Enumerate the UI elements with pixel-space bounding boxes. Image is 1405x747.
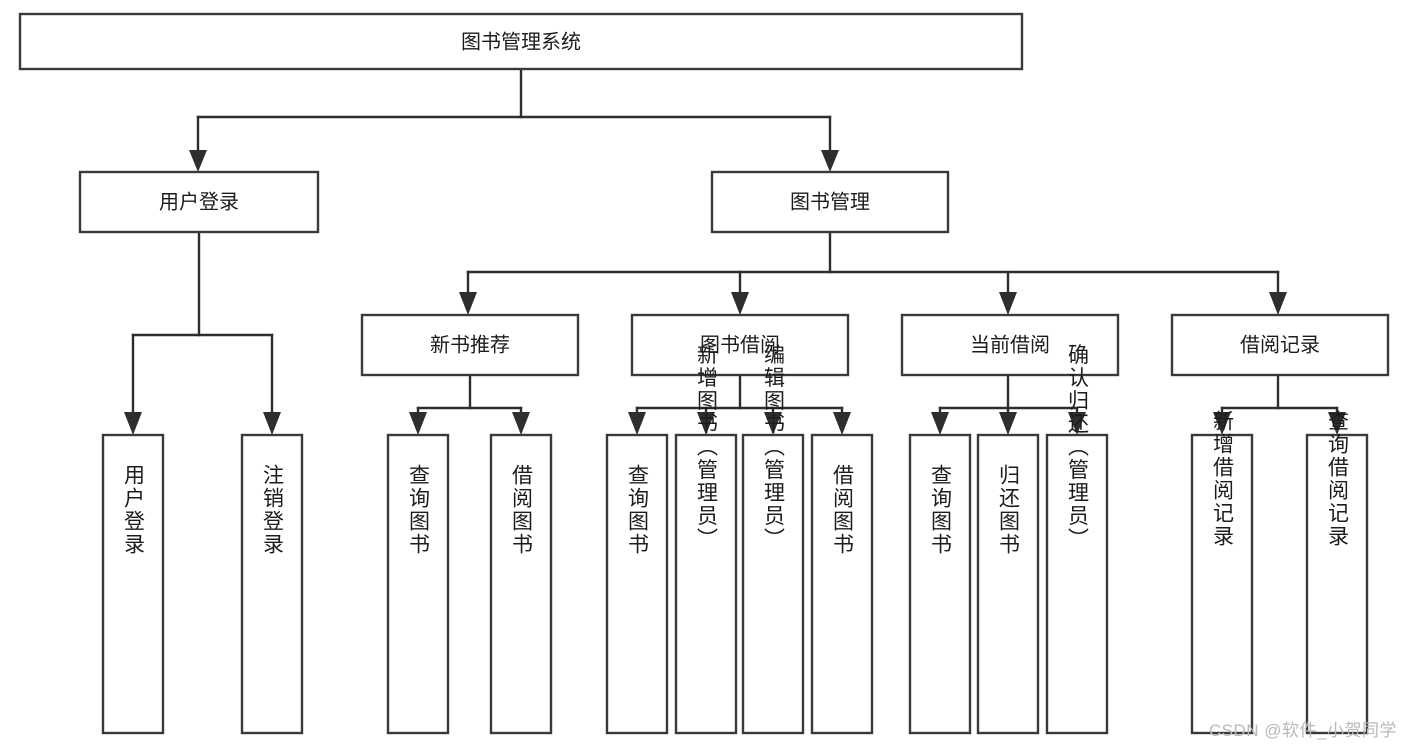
arrowhead-current-leaf-3 — [1068, 412, 1086, 435]
connector-group-new-book — [409, 373, 530, 435]
node-borrow-record-box[interactable] — [1170, 313, 1390, 377]
connector-group-book-management — [459, 230, 1287, 315]
arrowhead-current-leaf-2 — [999, 412, 1017, 435]
leaf-add-record-box[interactable] — [1190, 433, 1254, 735]
node-borrow-record-label: 借阅记录 — [1240, 333, 1320, 356]
connector-group-borrow-record — [1213, 373, 1346, 435]
watermark-text: CSDN @软件_小贺同学 — [1208, 721, 1397, 740]
leaf-node[interactable]: 用户登录 — [101, 433, 165, 735]
leaf-add-book-label: 新增图书（管理员） — [695, 344, 719, 551]
arrowhead-book-child-2 — [731, 292, 749, 315]
leaf-confirm-return-box[interactable] — [1045, 433, 1109, 735]
arrowhead-borrow-leaf-2 — [697, 412, 715, 435]
arrowhead-user-leaf-1 — [124, 412, 142, 435]
leaf-node[interactable]: 新增借阅记录 — [1190, 410, 1254, 735]
node-book-management-box[interactable] — [710, 170, 950, 234]
node-book-borrow-label: 图书借阅 — [700, 333, 780, 356]
node-user-login[interactable]: 用户登录 — [78, 170, 320, 234]
arrowhead-borrow-leaf-1 — [628, 412, 646, 435]
node-current-borrow[interactable]: 当前借阅 — [900, 313, 1120, 377]
arrowhead-book-child-1 — [459, 292, 477, 315]
node-borrow-record[interactable]: 借阅记录 — [1170, 313, 1390, 377]
arrowhead-root-to-book — [821, 150, 839, 172]
node-current-borrow-box[interactable] — [900, 313, 1120, 377]
arrowhead-root-to-user — [189, 150, 207, 172]
leaf-logout-box[interactable] — [240, 433, 304, 735]
node-root[interactable]: 图书管理系统 — [18, 12, 1024, 71]
leaf-node[interactable]: 查询图书 — [386, 433, 450, 735]
leaf-borrow-book-1-label: 借阅图书 — [510, 464, 534, 556]
node-root-box[interactable] — [18, 12, 1024, 71]
leaf-node[interactable]: 确认归还（管理员） — [1045, 344, 1109, 735]
leaf-query-book-2-box[interactable] — [605, 433, 669, 735]
connector-group-current-borrow — [931, 373, 1086, 435]
leaf-return-book-box[interactable] — [976, 433, 1040, 735]
arrowhead-book-child-4 — [1269, 292, 1287, 315]
arrowhead-newbook-leaf-2 — [512, 412, 530, 435]
leaf-borrow-book-1-box[interactable] — [489, 433, 553, 735]
node-new-book-recommend[interactable]: 新书推荐 — [360, 313, 580, 377]
leaf-node[interactable]: 借阅图书 — [489, 433, 553, 735]
leaf-node[interactable]: 编辑图书（管理员） — [741, 344, 805, 735]
leaf-query-book-3-label: 查询图书 — [929, 464, 953, 556]
leaf-borrow-book-2-box[interactable] — [810, 433, 874, 735]
node-root-label: 图书管理系统 — [461, 30, 581, 53]
leaf-add-book-box[interactable] — [674, 433, 738, 735]
node-new-book-recommend-label: 新书推荐 — [430, 333, 510, 356]
leaf-query-record-label: 查询借阅记录 — [1326, 410, 1350, 548]
arrowhead-current-leaf-1 — [931, 412, 949, 435]
leaf-query-book-2-label: 查询图书 — [626, 464, 650, 556]
arrowhead-record-leaf-2 — [1328, 412, 1346, 435]
leaf-return-book-label: 归还图书 — [997, 464, 1021, 556]
leaf-edit-book-label: 编辑图书（管理员） — [762, 344, 786, 551]
node-new-book-recommend-box[interactable] — [360, 313, 580, 377]
arrowhead-newbook-leaf-1 — [409, 412, 427, 435]
arrowhead-record-leaf-1 — [1213, 412, 1231, 435]
arrowhead-borrow-leaf-4 — [833, 412, 851, 435]
connector-group-book-borrow — [628, 373, 851, 435]
leaf-user-login-label: 用户登录 — [122, 464, 146, 556]
leaf-node[interactable]: 注销登录 — [240, 433, 304, 735]
node-user-login-label: 用户登录 — [159, 190, 239, 213]
leaf-add-record-label: 新增借阅记录 — [1211, 410, 1235, 548]
leaf-user-login-box[interactable] — [101, 433, 165, 735]
leaf-node[interactable]: 查询图书 — [908, 433, 972, 735]
node-book-management-label: 图书管理 — [790, 190, 870, 213]
arrowhead-book-child-3 — [999, 292, 1017, 315]
leaf-node[interactable]: 查询借阅记录 — [1305, 410, 1369, 735]
leaf-query-book-3-box[interactable] — [908, 433, 972, 735]
leaf-query-book-1-label: 查询图书 — [407, 464, 431, 556]
leaf-borrow-book-2-label: 借阅图书 — [831, 464, 855, 556]
node-book-management[interactable]: 图书管理 — [710, 170, 950, 234]
node-book-borrow-box[interactable] — [630, 313, 850, 377]
node-book-borrow[interactable]: 图书借阅 — [630, 313, 850, 377]
leaf-node[interactable]: 借阅图书 — [810, 433, 874, 735]
arrowhead-borrow-leaf-3 — [764, 412, 782, 435]
leaf-logout-label: 注销登录 — [261, 464, 285, 556]
leaf-query-book-1-box[interactable] — [386, 433, 450, 735]
leaf-query-record-box[interactable] — [1305, 433, 1369, 735]
leaf-node[interactable]: 查询图书 — [605, 433, 669, 735]
node-current-borrow-label: 当前借阅 — [970, 333, 1050, 356]
leaf-edit-book-box[interactable] — [741, 433, 805, 735]
connector-group-user-login — [124, 230, 281, 435]
connector-group-root — [189, 67, 839, 172]
leaf-confirm-return-label: 确认归还（管理员） — [1066, 344, 1090, 551]
leaf-node[interactable]: 新增图书（管理员） — [674, 344, 738, 735]
leaf-node[interactable]: 归还图书 — [976, 433, 1040, 735]
arrowhead-user-leaf-2 — [263, 412, 281, 435]
node-user-login-box[interactable] — [78, 170, 320, 234]
